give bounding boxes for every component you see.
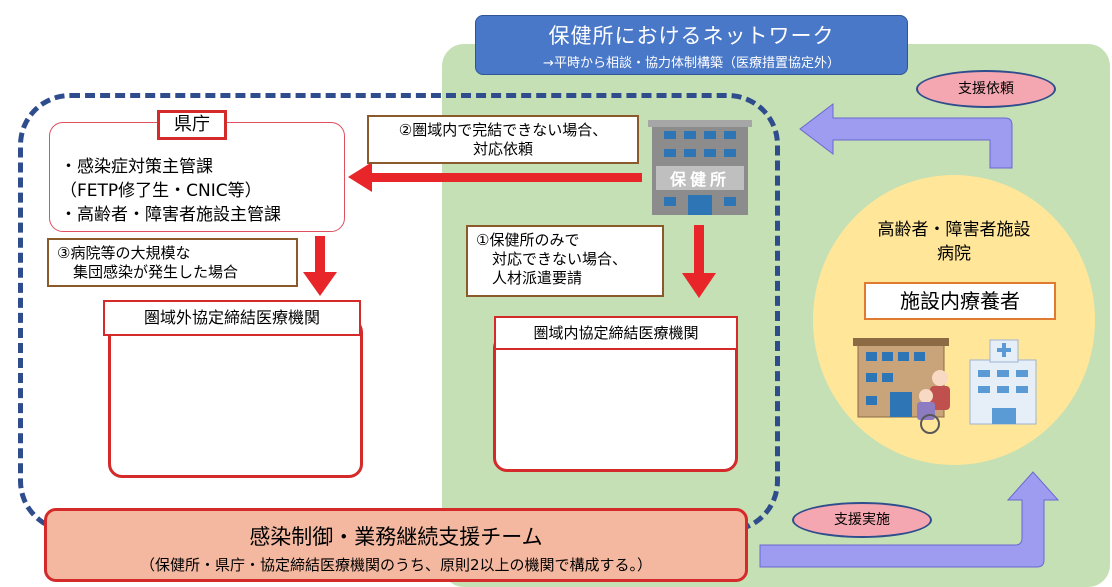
support-implement-badge: 支援実施	[792, 502, 932, 538]
arrow-hokenjo-down-shaft	[694, 225, 704, 277]
step3-line: 集団感染が発生した場合	[73, 263, 239, 281]
network-title-box: 保健所におけるネットワーク →平時から相談・協力体制構築（医療措置協定外）	[475, 15, 908, 75]
step2-line: 対応依頼	[472, 140, 533, 158]
support-team-subtitle: （保健所・県庁・協定締結医療機関のうち、原則2以上の機関で構成する。）	[139, 556, 653, 574]
support-request-arrow	[799, 102, 1013, 169]
support-implement-arrow	[759, 471, 1060, 568]
network-title: 保健所におけるネットワーク	[548, 24, 835, 48]
facility-title: 高齢者・障害者施設 病院	[838, 218, 1070, 266]
step3-line: ③病院等の大規模な	[57, 244, 191, 262]
hokenjo-building-icon	[648, 120, 752, 215]
kencho-line: （FETP修了生・CNIC等）	[60, 181, 262, 201]
kencho-box: ・感染症対策主管課 （FETP修了生・CNIC等） ・高齢者・障害者施設主管課	[49, 122, 345, 232]
facility-title-line: 病院	[937, 244, 971, 264]
step1-line: 人材派遣要請	[492, 269, 583, 287]
inside-hospital-label: 圏域内協定締結医療機関	[494, 316, 738, 350]
kencho-label: 県庁	[157, 110, 227, 140]
step2-line: ②圏域内で完結できない場合、	[398, 121, 608, 139]
nursing-home-building-icon	[853, 338, 949, 418]
support-team-box: 感染制御・業務継続支援チーム （保健所・県庁・協定締結医療機関のうち、原則2以上…	[44, 508, 748, 582]
facility-title-line: 高齢者・障害者施設	[877, 220, 1031, 240]
arrow-hokenjo-down-head	[682, 273, 716, 298]
kencho-line: ・高齢者・障害者施設主管課	[60, 205, 281, 225]
step3-note: ③病院等の大規模な 集団感染が発生した場合	[47, 238, 298, 287]
outside-hospital-label: 圏域外協定締結医療機関	[103, 300, 361, 336]
arrow-kencho-down-head	[303, 272, 337, 296]
support-request-badge: 支援依頼	[916, 70, 1056, 108]
outside-hospital-box	[108, 318, 363, 478]
step2-note: ②圏域内で完結できない場合、 対応依頼	[367, 115, 639, 164]
facility-hospital-building-icon	[969, 339, 1037, 425]
arrow-kencho-down-shaft	[315, 236, 325, 276]
step1-line: ①保健所のみで	[476, 231, 580, 249]
inside-hospital-box	[493, 334, 738, 472]
hokenjo-sign: 保健所	[669, 170, 730, 189]
kencho-line: ・感染症対策主管課	[60, 157, 213, 177]
step1-line: 対応できない場合、	[492, 250, 628, 268]
step1-note: ①保健所のみで 対応できない場合、 人材派遣要請	[466, 225, 664, 297]
support-team-title: 感染制御・業務継続支援チーム	[249, 525, 543, 549]
network-subtitle: →平時から相談・協力体制構築（医療措置協定外）	[543, 56, 840, 71]
facility-patients-label: 施設内療養者	[864, 282, 1056, 320]
arrow-to-kencho-head	[348, 162, 372, 192]
wheelchair-person-icon	[917, 370, 950, 434]
arrow-to-kencho-shaft	[372, 173, 642, 182]
